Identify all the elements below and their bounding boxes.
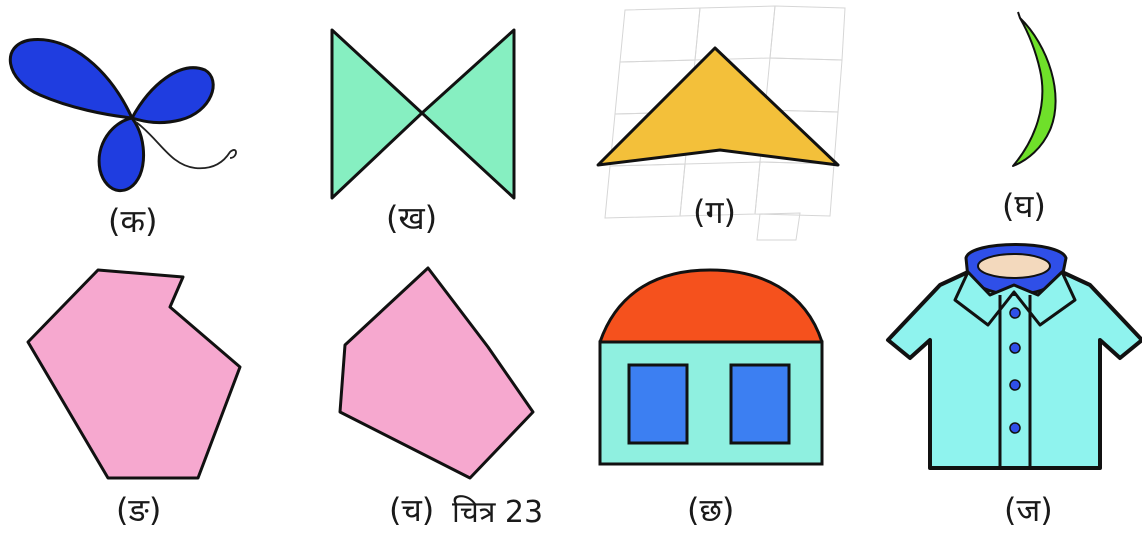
polygon-nga-shape	[28, 270, 240, 478]
shirt-button	[1010, 308, 1020, 318]
house-shape	[600, 270, 822, 464]
label-gha: (घ)	[1002, 190, 1046, 222]
shirt-shape	[888, 245, 1142, 469]
bowtie-shape	[332, 30, 514, 198]
label-kha: (ख)	[386, 202, 437, 234]
label-ja: (ज)	[1004, 494, 1053, 526]
label-ga: (ग)	[693, 196, 736, 228]
label-ka: (क)	[108, 205, 158, 237]
label-nga: (ङ)	[116, 494, 161, 526]
bean-shape	[1013, 12, 1056, 166]
shirt-button	[1010, 380, 1020, 390]
shirt-button	[1010, 343, 1020, 353]
label-cha: (च)	[389, 494, 434, 526]
shirt-button	[1010, 423, 1020, 433]
figure-caption: चित्र 23	[452, 498, 543, 528]
label-chha: (छ)	[687, 494, 734, 526]
polygon-cha-shape	[340, 268, 533, 478]
butterfly-shape	[10, 40, 236, 191]
